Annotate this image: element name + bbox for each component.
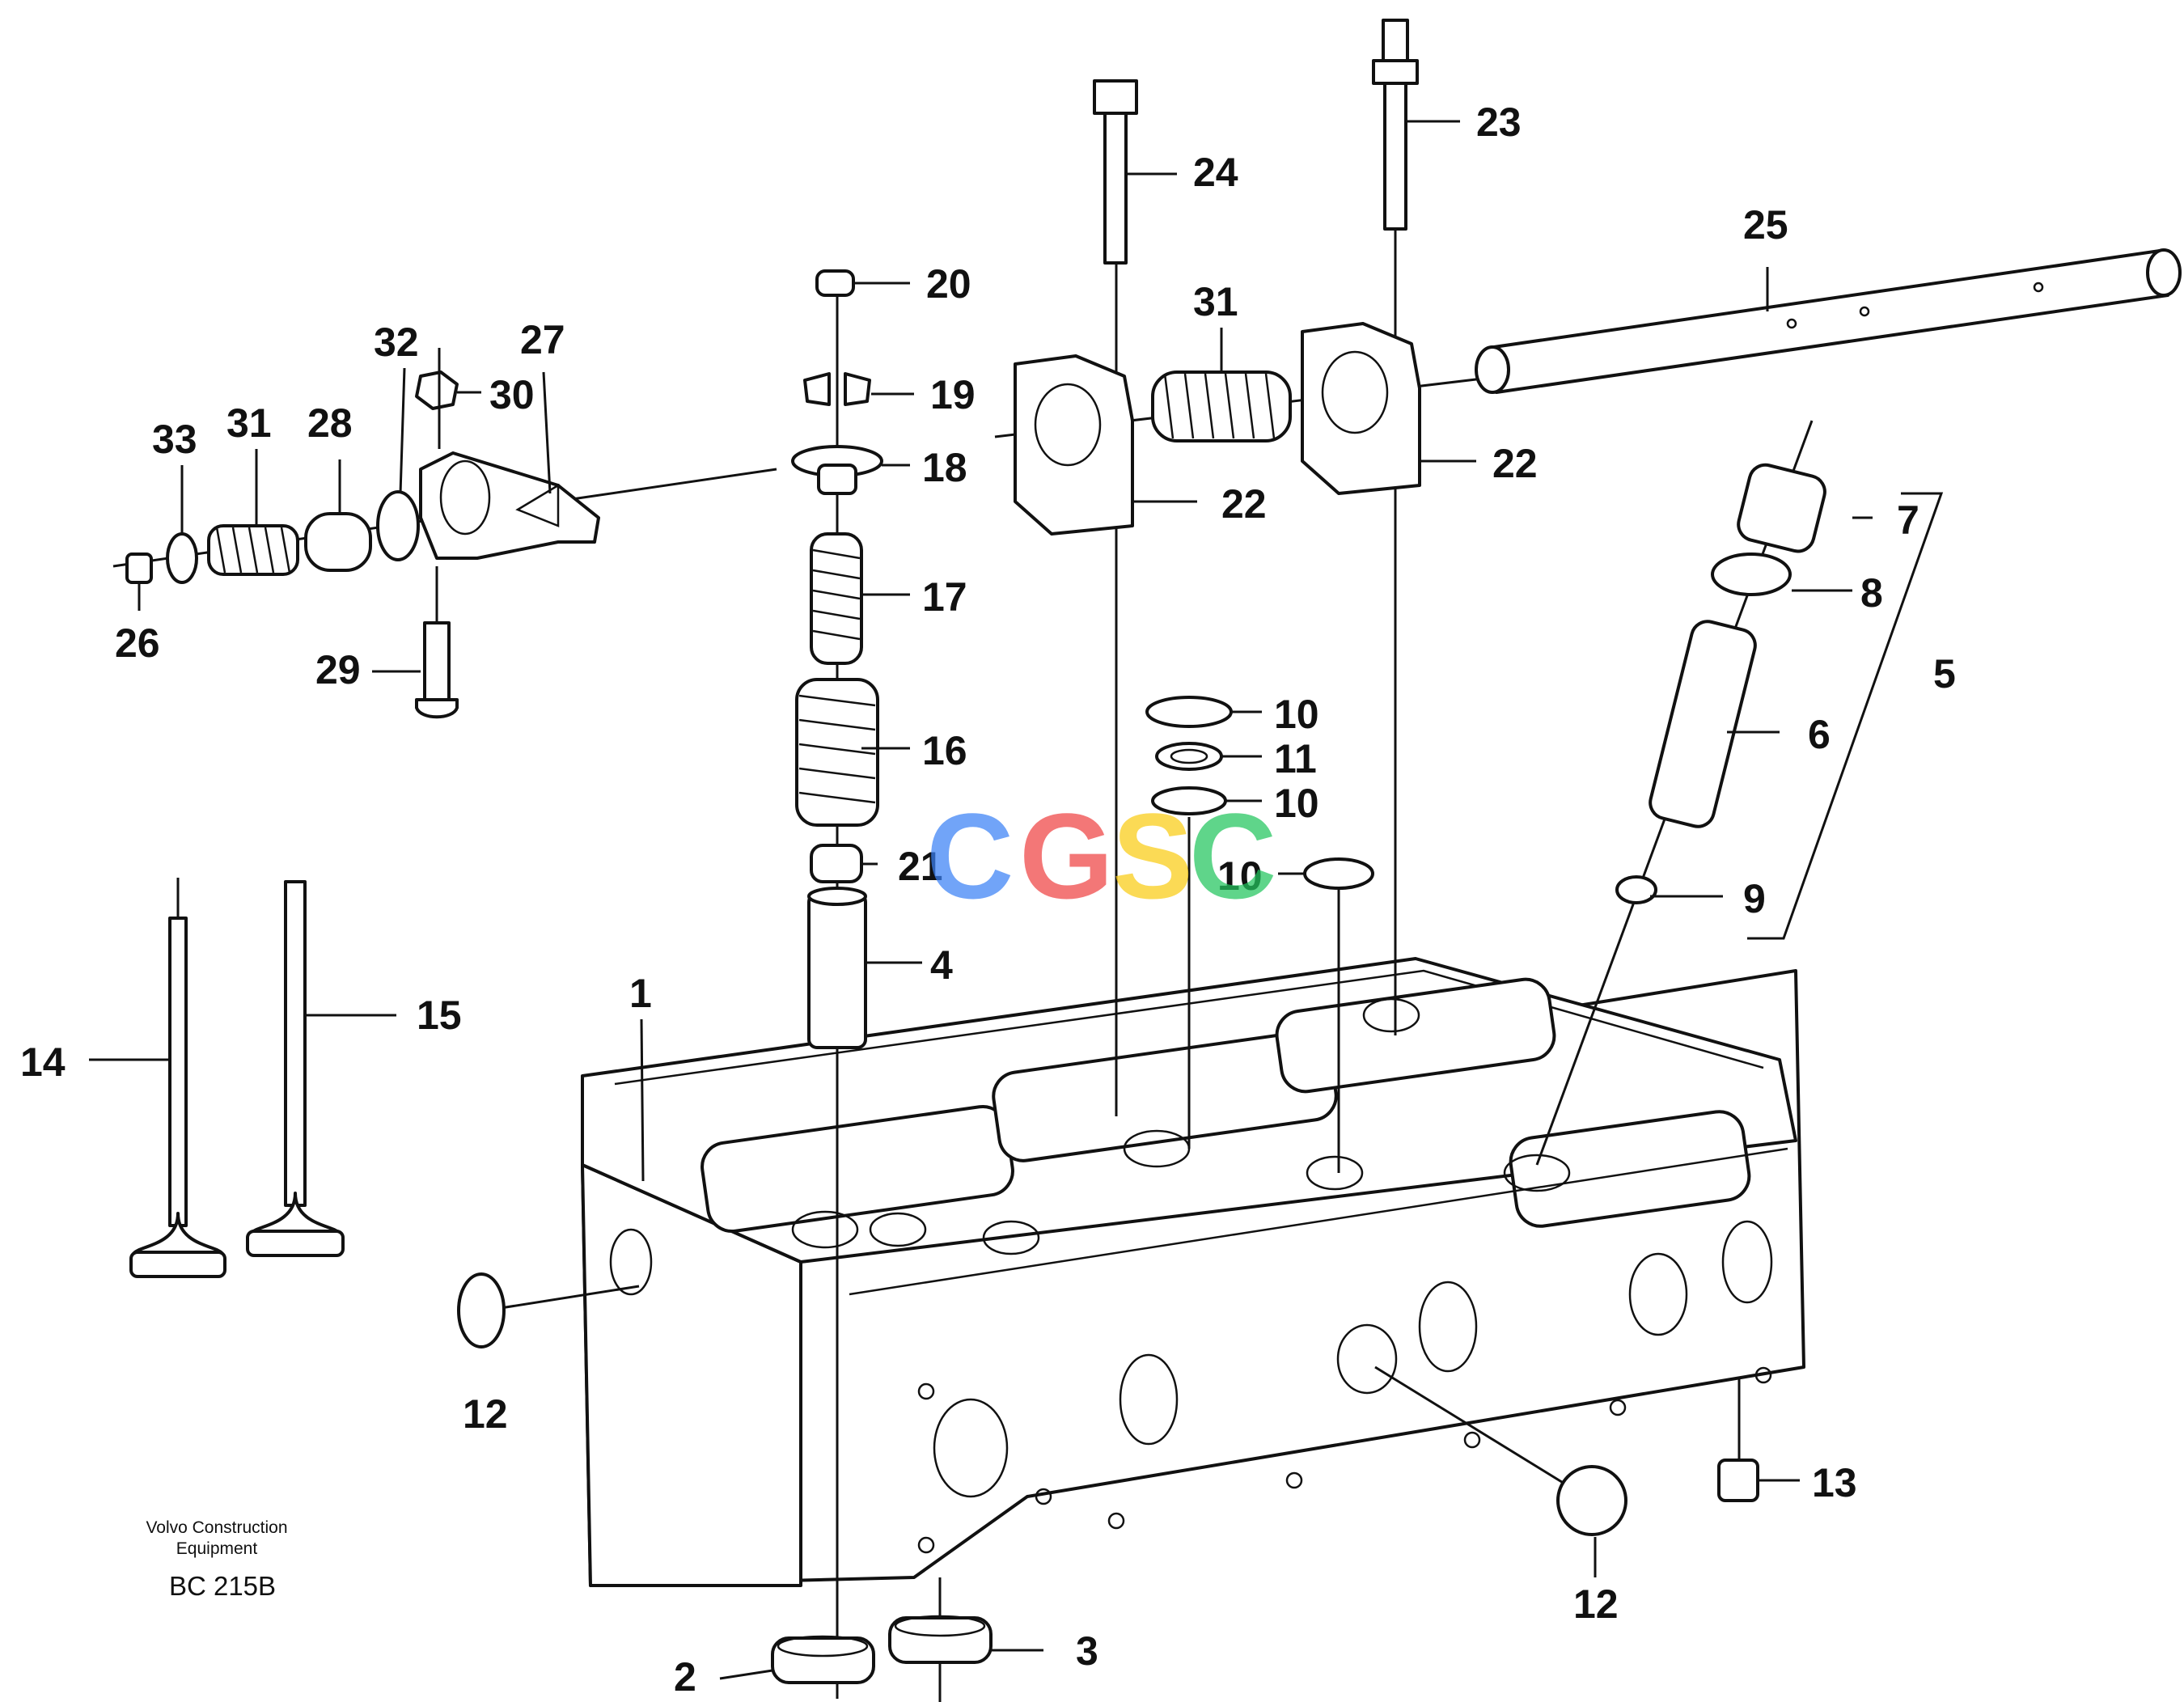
label-22b: 22 (1492, 441, 1538, 486)
label-21: 21 (898, 844, 943, 889)
label-8: 8 (1860, 570, 1883, 616)
label-12a: 12 (463, 1391, 508, 1437)
label-14: 14 (20, 1039, 66, 1085)
watermark-letter-4: C (1189, 788, 1276, 924)
label-25: 25 (1743, 202, 1788, 248)
label-16: 16 (922, 728, 967, 773)
valve-15 (246, 880, 345, 1257)
plugs-and-washers (1145, 696, 1374, 1173)
source-caption: Volvo Construction Equipment BC 215B (146, 1518, 287, 1601)
callout-labels: 1 2 3 4 5 6 7 8 9 10 11 10 10 12 12 13 1… (20, 99, 1956, 1700)
label-3: 3 (1076, 1628, 1098, 1674)
label-32: 32 (374, 320, 419, 365)
label-18: 18 (922, 445, 967, 490)
label-22a: 22 (1221, 481, 1267, 527)
label-29: 29 (315, 647, 361, 692)
label-10b: 10 (1274, 781, 1319, 826)
valve-14 (129, 878, 226, 1278)
valve-seat-rings (771, 1577, 993, 1702)
label-9: 9 (1743, 876, 1766, 921)
label-7: 7 (1897, 497, 1919, 543)
label-31a: 31 (226, 400, 272, 446)
label-23: 23 (1476, 99, 1522, 145)
label-11: 11 (1274, 736, 1317, 781)
figure-code: BC 215B (169, 1571, 276, 1601)
label-20: 20 (926, 261, 971, 307)
valve-spring-stack (791, 269, 883, 1699)
rocker-shaft-brackets (994, 202, 2182, 1116)
label-30: 30 (489, 372, 535, 417)
label-31b: 31 (1193, 279, 1238, 324)
label-24: 24 (1193, 150, 1238, 195)
label-15: 15 (417, 993, 462, 1038)
watermark-letter-2: G (1019, 788, 1114, 924)
label-26: 26 (115, 620, 160, 666)
caption-line-2: Equipment (176, 1539, 258, 1558)
label-6: 6 (1808, 712, 1831, 757)
label-10a: 10 (1274, 692, 1319, 737)
label-2: 2 (674, 1654, 696, 1700)
plugs-12-13 (457, 1272, 1759, 1577)
label-17: 17 (922, 574, 967, 620)
label-19: 19 (930, 372, 976, 417)
label-10c: 10 (1217, 853, 1263, 899)
label-33: 33 (152, 417, 197, 462)
watermark-letter-3: S (1112, 788, 1193, 924)
label-1: 1 (629, 971, 652, 1016)
label-28: 28 (307, 400, 353, 446)
label-27: 27 (520, 317, 565, 362)
caption-line-1: Volvo Construction (146, 1518, 287, 1537)
bolts-23-24 (1093, 19, 1419, 265)
cgsc-watermark: C G S C (926, 788, 1276, 924)
leader-lines (89, 120, 1873, 1680)
label-13: 13 (1812, 1460, 1857, 1505)
label-4: 4 (930, 942, 953, 988)
rocker-arm-group (112, 348, 777, 719)
label-5: 5 (1933, 651, 1956, 696)
watermark-letter-1: C (926, 788, 1014, 924)
label-12b: 12 (1573, 1581, 1619, 1627)
